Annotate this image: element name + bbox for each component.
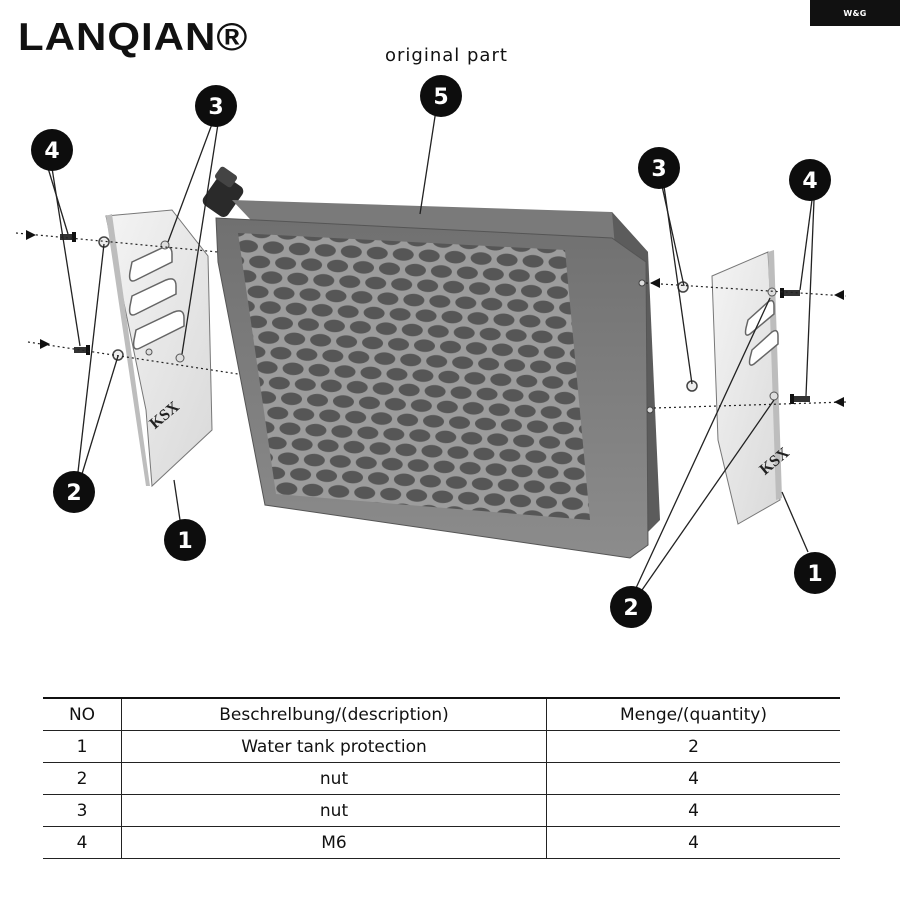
assembly-axis-lines [15, 232, 847, 409]
right-bolt-lower [790, 394, 810, 404]
left-bolt-lower [74, 345, 90, 355]
callout-number: 4 [44, 139, 59, 164]
cell-description: M6 [121, 826, 547, 859]
callouts: 5 3 4 2 1 3 4 1 2 [31, 75, 836, 628]
callout-circle [794, 552, 836, 594]
callout-number: 2 [623, 596, 638, 621]
header-description: Beschrelbung/(description) [121, 697, 547, 731]
callout-circle [31, 129, 73, 171]
table-row: 4 M6 4 [43, 826, 840, 859]
callout-1-right: 1 [794, 552, 836, 594]
brand-logo: LANQIAN® [18, 14, 249, 59]
radiator-guard [202, 166, 660, 559]
callout-number: 1 [807, 562, 822, 587]
cell-description: nut [121, 762, 547, 795]
callout-4-right: 4 [789, 159, 831, 201]
callout-2-left: 2 [53, 471, 95, 513]
header-quantity: Menge/(quantity) [546, 697, 840, 731]
exploded-assembly-diagram: KSX KSX [15, 75, 847, 628]
callout-circle [789, 159, 831, 201]
cell-description: nut [121, 794, 547, 827]
cell-no: 4 [43, 826, 122, 859]
left-bolt-upper [60, 232, 76, 242]
cell-quantity: 4 [546, 826, 840, 859]
guard-mount-hole [646, 406, 654, 414]
cell-description: Water tank protection [121, 730, 547, 763]
brand-badge: W&G [810, 0, 900, 26]
callout-circle [420, 75, 462, 117]
left-bracket-plate: KSX [105, 209, 213, 488]
callout-number: 2 [66, 481, 81, 506]
header-no: NO [43, 697, 122, 731]
washer [112, 349, 124, 361]
callout-circle [610, 586, 652, 628]
table-row: 1 Water tank protection 2 [43, 730, 840, 763]
cell-quantity: 2 [546, 730, 840, 763]
callout-3-right: 3 [638, 147, 680, 189]
leader-lines [47, 109, 815, 591]
guard-hex-mesh [238, 233, 590, 520]
cell-no: 2 [43, 762, 122, 795]
callout-circle [638, 147, 680, 189]
cell-no: 1 [43, 730, 122, 763]
table-row: 2 nut 4 [43, 762, 840, 795]
callout-number: 3 [208, 95, 223, 120]
parts-table: NO Beschrelbung/(description) Menge/(qua… [43, 697, 840, 859]
cell-no: 3 [43, 794, 122, 827]
assembly-arrows [26, 230, 844, 407]
cell-quantity: 4 [546, 762, 840, 795]
guard-mount-hole [638, 279, 646, 287]
callout-number: 4 [802, 169, 817, 194]
callout-circle [164, 519, 206, 561]
callout-circle [53, 471, 95, 513]
callout-number: 5 [433, 85, 448, 110]
callout-number: 1 [177, 529, 192, 554]
callout-3-left: 3 [195, 85, 237, 127]
original-part-label: original part [385, 45, 508, 66]
callout-circle [195, 85, 237, 127]
callout-5: 5 [420, 75, 462, 117]
table-row: 3 nut 4 [43, 794, 840, 827]
table-header-row: NO Beschrelbung/(description) Menge/(qua… [43, 697, 840, 731]
radiator-cap [202, 166, 244, 217]
cell-quantity: 4 [546, 794, 840, 827]
callout-4-left: 4 [31, 129, 73, 171]
callout-2-right: 2 [610, 586, 652, 628]
callout-number: 3 [651, 157, 666, 182]
callout-1-left: 1 [164, 519, 206, 561]
